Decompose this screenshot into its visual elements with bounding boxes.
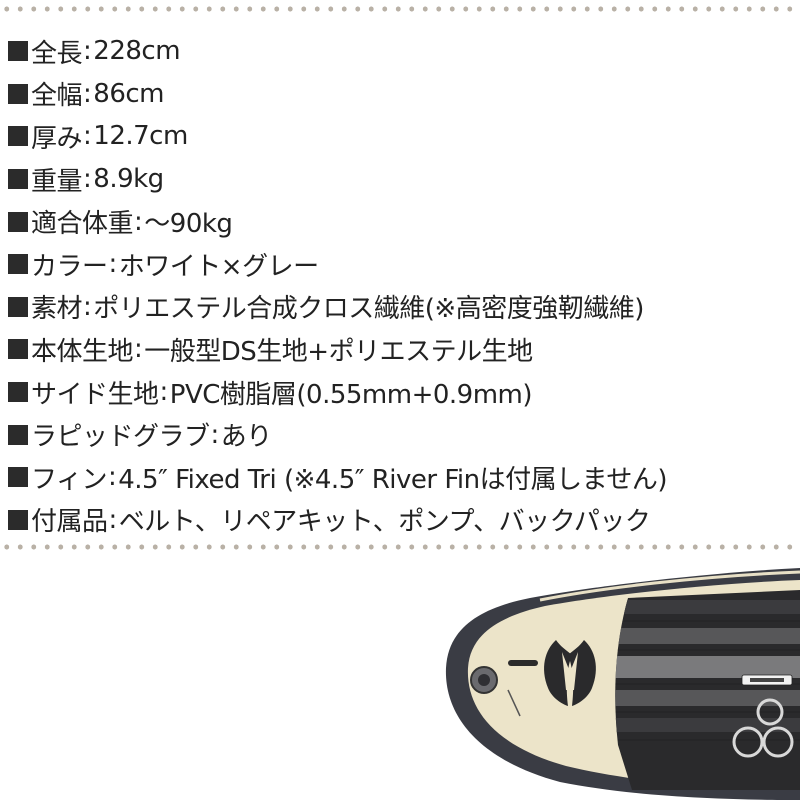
spec-value: ベルト、リペアキット、ポンプ、バックパック xyxy=(118,507,651,538)
spec-value: 〜90kg xyxy=(144,209,233,240)
spec-side-fabric: サイド生地:PVC樹脂層(0.55mm+0.9mm) xyxy=(8,371,798,414)
spec-label: 全幅 xyxy=(31,81,83,112)
spec-label: 厚み xyxy=(31,123,83,154)
spec-value: ホワイト×グレー xyxy=(118,251,319,282)
spec-label: フィン xyxy=(31,464,107,495)
spec-thickness: 厚み:12.7cm xyxy=(8,115,798,158)
square-bullet-icon xyxy=(8,169,28,190)
spec-separator: : xyxy=(210,419,220,450)
spec-list: 全長:228cm 全幅:86cm 厚み:12.7cm 重量:8.9kg 適合体重… xyxy=(8,30,798,541)
spec-separator: : xyxy=(159,377,169,408)
square-bullet-icon xyxy=(8,83,28,104)
spec-material: 素材:ポリエステル合成クロス繊維(※高密度強靭繊維) xyxy=(8,286,798,329)
spec-separator: : xyxy=(83,78,92,109)
spec-weight: 重量:8.9kg xyxy=(8,158,798,201)
spec-label: 付属品 xyxy=(31,507,108,538)
spec-label: サイド生地 xyxy=(31,379,159,410)
square-bullet-icon xyxy=(8,41,28,62)
spec-label: 重量 xyxy=(31,166,83,197)
spec-value: PVC樹脂層(0.55mm+0.9mm) xyxy=(169,379,533,410)
square-bullet-icon xyxy=(8,382,28,403)
sup-board-image xyxy=(445,568,800,800)
spec-label: 全長 xyxy=(31,38,83,69)
square-bullet-icon xyxy=(8,424,28,445)
spec-width: 全幅:86cm xyxy=(8,73,798,116)
spec-separator: : xyxy=(83,121,92,152)
spec-value: 8.9kg xyxy=(93,164,164,195)
square-bullet-icon xyxy=(8,126,28,147)
wing-logo-icon xyxy=(544,640,596,706)
spec-separator: : xyxy=(83,36,92,67)
spec-rider-weight: 適合体重:〜90kg xyxy=(8,200,798,243)
spec-length: 全長:228cm xyxy=(8,30,798,73)
spec-color: カラー:ホワイト×グレー xyxy=(8,243,798,286)
spec-separator: : xyxy=(107,462,117,493)
spec-value: 228cm xyxy=(93,36,181,67)
handle-icon xyxy=(508,660,538,666)
spec-label: カラー xyxy=(31,251,108,282)
spec-label: 本体生地 xyxy=(31,336,134,367)
spec-value: 86cm xyxy=(93,78,164,109)
dotted-divider-top xyxy=(0,6,800,12)
spec-label: 素材 xyxy=(31,294,83,325)
square-bullet-icon xyxy=(8,339,28,360)
spec-accessories: 付属品:ベルト、リペアキット、ポンプ、バックパック xyxy=(8,499,798,542)
spec-rapid-grab: ラピッドグラブ:あり xyxy=(8,413,798,456)
spec-value: ポリエステル合成クロス繊維(※高密度強靭繊維) xyxy=(93,294,644,325)
square-bullet-icon xyxy=(8,296,28,317)
spec-separator: : xyxy=(108,504,118,535)
dotted-divider-bottom xyxy=(0,544,800,550)
spec-separator: : xyxy=(134,334,143,365)
spec-value: 一般型DS生地+ポリエステル生地 xyxy=(144,336,533,367)
brand-watermark-icon xyxy=(732,698,794,758)
square-bullet-icon xyxy=(8,254,28,275)
spec-fin: フィン:4.5″ Fixed Tri (※4.5″ River Finは付属しま… xyxy=(8,456,798,499)
square-bullet-icon xyxy=(8,211,28,232)
spec-value: 12.7cm xyxy=(93,121,188,152)
spec-separator: : xyxy=(134,206,143,237)
spec-separator: : xyxy=(83,291,92,322)
square-bullet-icon xyxy=(8,467,28,488)
spec-label: ラピッドグラブ xyxy=(31,422,210,453)
spec-label: 適合体重 xyxy=(31,209,134,240)
spec-value: 4.5″ Fixed Tri (※4.5″ River Finは付属しません) xyxy=(118,464,667,495)
spec-separator: : xyxy=(83,164,92,195)
square-bullet-icon xyxy=(8,509,28,530)
spec-body-fabric: 本体生地:一般型DS生地+ポリエステル生地 xyxy=(8,328,798,371)
traction-pad xyxy=(615,590,800,790)
spec-value: あり xyxy=(220,422,273,453)
spec-separator: : xyxy=(108,249,118,280)
